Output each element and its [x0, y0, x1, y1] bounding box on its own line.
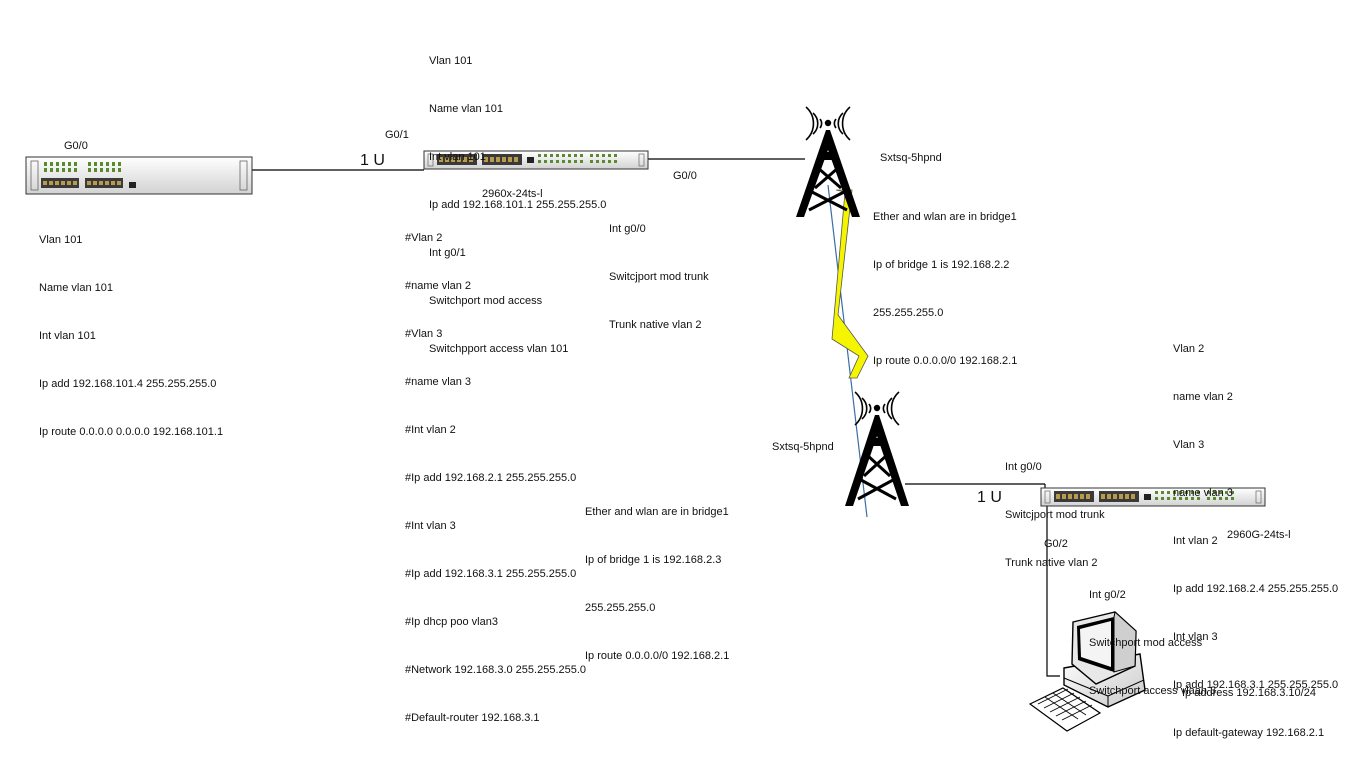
config-line: name vlan 2	[1173, 391, 1233, 403]
switch-bottom-trunk-config: Int g0/0 Switcjport mod trunk Trunk nati…	[1005, 427, 1105, 587]
config-line: 255.255.255.0	[873, 307, 944, 319]
config-line: #Int vlan 3	[405, 520, 456, 532]
config-line: Vlan 3	[1173, 439, 1205, 451]
router-config-line: Ip add 192.168.101.4 255.255.255.0	[39, 378, 217, 390]
config-line: #Vlan 3	[405, 328, 443, 340]
config-line: Ip add 192.168.3.1 255.255.255.0	[1173, 679, 1339, 691]
config-line: #name vlan 2	[405, 280, 472, 292]
config-line: Int vlan 101	[429, 151, 486, 163]
config-line: Switchport mod access	[1089, 637, 1203, 649]
config-line: Name vlan 101	[429, 103, 503, 115]
lightning-bolt	[831, 189, 869, 379]
router-config-line: Int vlan 101	[39, 330, 96, 342]
config-line: #Network 192.168.3.0 255.255.255.0	[405, 664, 587, 676]
tower-bottom-label: Sxtsq-5hpnd	[772, 441, 834, 453]
config-line: Ip add 192.168.2.4 255.255.255.0	[1173, 583, 1339, 595]
config-line: Ether and wlan are in bridge1	[873, 211, 1017, 223]
router-config-line: Name vlan 101	[39, 282, 113, 294]
pc-icon[interactable]	[1028, 611, 1146, 732]
config-line: Int g0/0	[609, 223, 646, 235]
config-line: Int g0/1	[429, 247, 466, 259]
router-device[interactable]	[25, 156, 253, 195]
config-line: Ip add 192.168.101.1 255.255.255.0	[429, 199, 607, 211]
config-line: #Int vlan 2	[405, 424, 456, 436]
switch-top-config-bottom: #Vlan 2 #name vlan 2 #Vlan 3 #name vlan …	[405, 198, 586, 742]
config-line: Trunk native vlan 2	[609, 319, 702, 331]
config-line: Int vlan 3	[1173, 631, 1218, 643]
config-line: #Ip dhcp poo vlan3	[405, 616, 498, 628]
switch-bottom-port-down-label: G0/2	[1044, 538, 1068, 550]
config-line: Ip route 0.0.0.0/0 192.168.2.1	[585, 650, 730, 662]
switch-top-config-top: Vlan 101 Name vlan 101 Int vlan 101 Ip a…	[429, 21, 606, 373]
config-line: #name vlan 3	[405, 376, 472, 388]
network-diagram	[25, 106, 1266, 732]
tower-top-icon[interactable]	[796, 106, 860, 217]
router-config-line: Vlan 101	[39, 234, 83, 246]
config-line: #Vlan 2	[405, 232, 443, 244]
link-switch-pc	[1046, 506, 1060, 677]
config-line: Int g0/2	[1089, 589, 1126, 601]
switch-top-port-in-label: G0/1	[385, 129, 409, 141]
config-line: Vlan 101	[429, 55, 473, 67]
config-line: Switcjport mod trunk	[609, 271, 709, 283]
config-line: Int vlan 2	[1173, 535, 1218, 547]
config-line: #Ip add 192.168.3.1 255.255.255.0	[405, 568, 577, 580]
switch-top-trunk-config: Int g0/0 Switcjport mod trunk Trunk nati…	[609, 189, 709, 349]
pc-ip-label: Ip address 192.168.3.10/24	[1182, 687, 1316, 699]
switch-bottom-config: Vlan 2 name vlan 2 Vlan 3 name vlan 3 In…	[1173, 309, 1338, 757]
switch-bottom-access-config: Int g0/2 Switchport mod access Switchpor…	[1089, 555, 1216, 715]
config-line: Trunk native vlan 2	[1005, 557, 1098, 569]
config-line: #Ip add 192.168.2.1 255.255.255.0	[405, 472, 577, 484]
router-config-line: Ip route 0.0.0.0 0.0.0.0 192.168.101.1	[39, 426, 224, 438]
config-line: Switchport mod access	[429, 295, 543, 307]
connections	[252, 158, 1060, 677]
config-line: #Default-router 192.168.3.1	[405, 712, 540, 724]
config-line: name vlan 3	[1173, 487, 1233, 499]
config-line: Switcjport mod trunk	[1005, 509, 1105, 521]
config-line: Vlan 2	[1173, 343, 1205, 355]
tower-bottom-icon[interactable]	[845, 391, 909, 506]
router-config: Vlan 101 Name vlan 101 Int vlan 101 Ip a…	[39, 200, 223, 456]
switch-bottom-model-label: 2960G-24ts-l	[1227, 529, 1291, 541]
config-line: Switchpport access vlan 101	[429, 343, 569, 355]
config-line: Ip route 0.0.0.0/0 192.168.2.1	[873, 355, 1018, 367]
config-line: Ip default-gateway 192.168.2.1	[1173, 727, 1325, 739]
config-line: Ip of bridge 1 is 192.168.2.3	[585, 554, 722, 566]
link-right-label: 1 U	[977, 489, 1002, 506]
link-left-label: 1 U	[360, 152, 385, 169]
config-line: 255.255.255.0	[585, 602, 656, 614]
switch-top-port-out-label: G0/0	[673, 170, 697, 182]
tower-top-config: Ether and wlan are in bridge1 Ip of brid…	[873, 177, 1017, 385]
config-line: Int g0/0	[1005, 461, 1042, 473]
tower-top-label: Sxtsq-5hpnd	[880, 152, 942, 164]
router-port-label: G0/0	[64, 140, 88, 152]
switch-2960x[interactable]	[423, 150, 649, 170]
config-line: Ether and wlan are in bridge1	[585, 506, 729, 518]
switch-top-model-label: 2960x-24ts-l	[482, 188, 543, 200]
tower-bottom-config: Ether and wlan are in bridge1 Ip of brid…	[585, 472, 729, 680]
config-line: Ip of bridge 1 is 192.168.2.2	[873, 259, 1010, 271]
config-line: Switchport access vlaan 3	[1089, 685, 1217, 697]
switch-2960g[interactable]	[1040, 487, 1266, 507]
